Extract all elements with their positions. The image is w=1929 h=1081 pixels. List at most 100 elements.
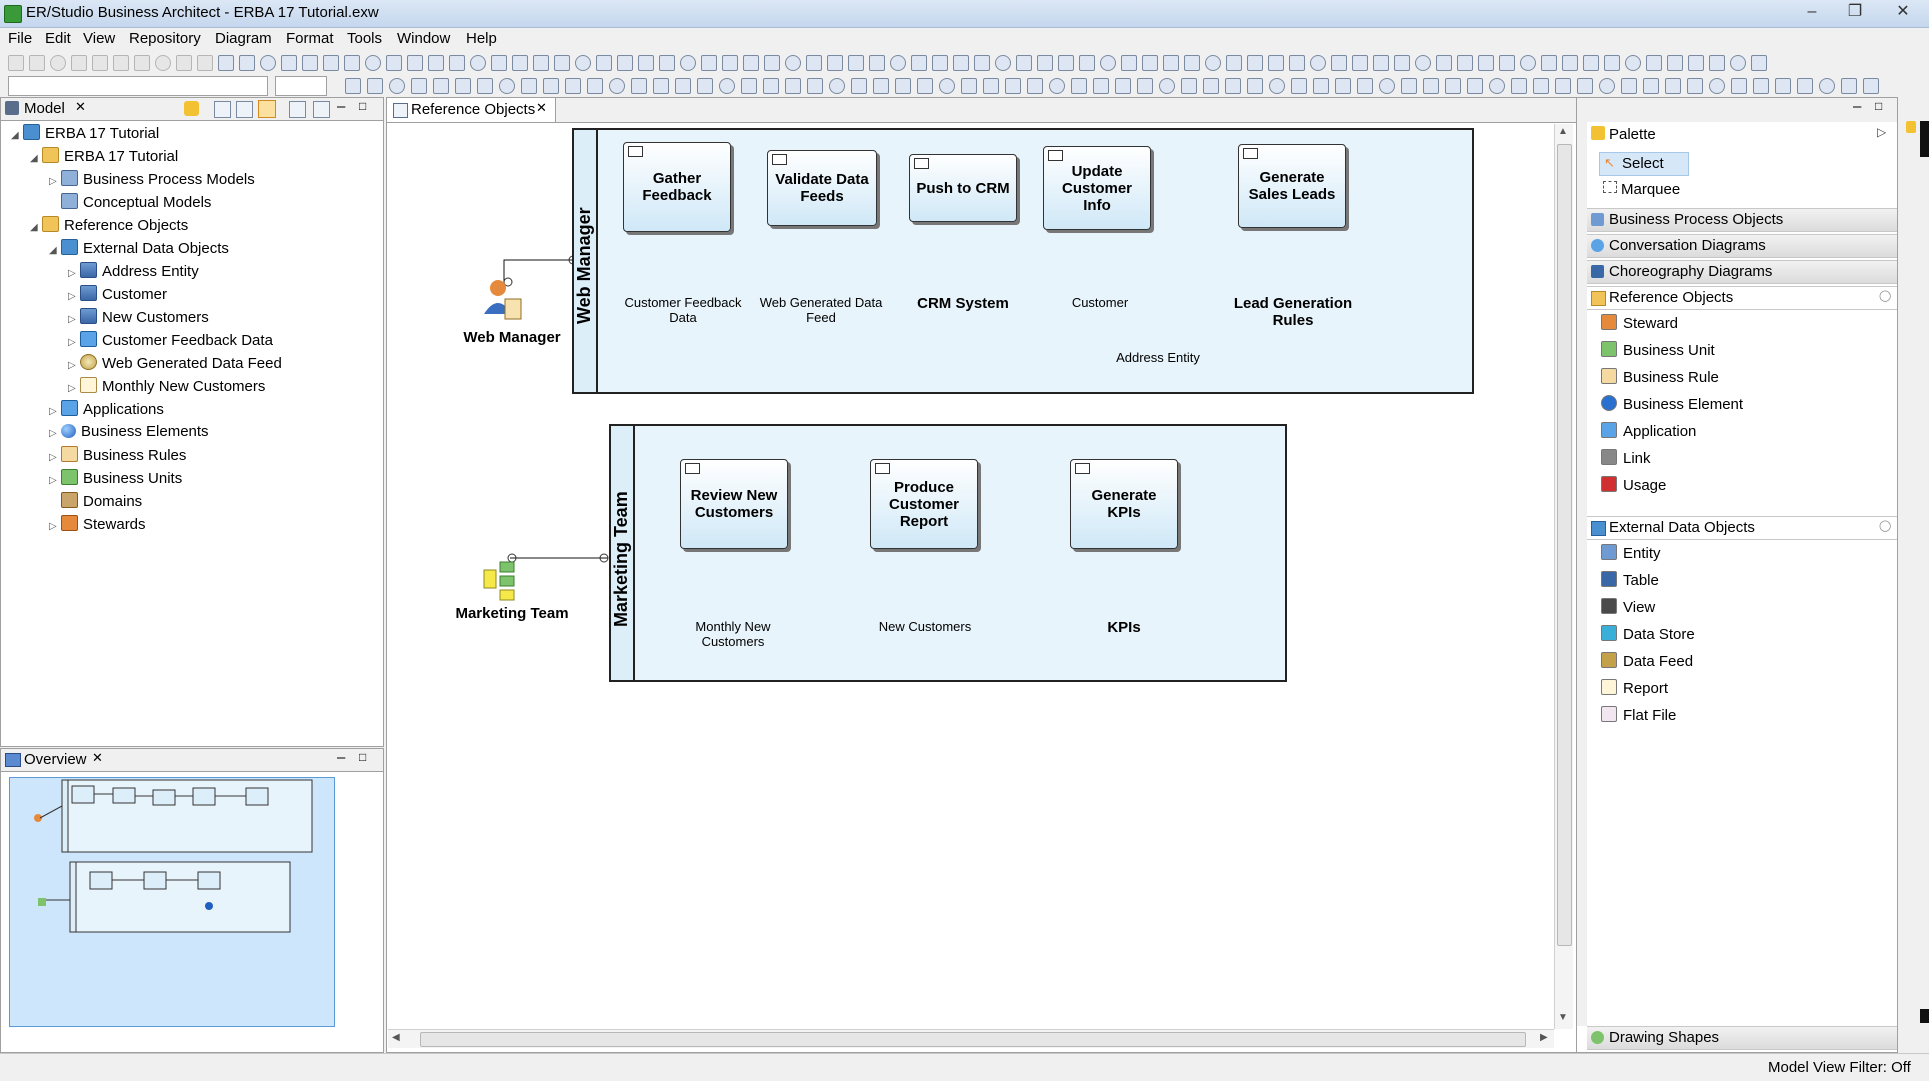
canvas-vertical-scrollbar[interactable]: ▲ ▼ <box>1554 124 1573 1029</box>
toolbar-button[interactable] <box>1863 78 1879 94</box>
toolbar-button[interactable] <box>869 55 885 71</box>
toolbar-button[interactable] <box>1373 55 1389 71</box>
toolbar-button[interactable] <box>1137 78 1153 94</box>
palette-item-entity[interactable]: Entity <box>1601 544 1661 566</box>
toolbar-button[interactable] <box>521 78 537 94</box>
toolbar-button[interactable] <box>1268 55 1284 71</box>
close-icon[interactable]: ✕ <box>75 99 86 114</box>
tree-item[interactable]: ▷Web Generated Data Feed <box>68 354 282 376</box>
tree-item[interactable]: ▷Applications <box>49 400 164 422</box>
object-label-web-generated-data-feed[interactable]: Web Generated Data Feed <box>759 295 883 325</box>
pin-icon[interactable]: ◯ <box>1879 520 1892 532</box>
task-generate-kpis[interactable]: Generate KPIs <box>1070 459 1178 549</box>
object-label-new-customers[interactable]: New Customers <box>878 619 972 634</box>
toolbar-button[interactable] <box>1688 55 1704 71</box>
toolbar-button[interactable] <box>596 55 612 71</box>
task-generate-sales-leads[interactable]: Generate Sales Leads <box>1238 144 1346 228</box>
toolbar-button[interactable] <box>1100 55 1116 71</box>
scroll-down-icon[interactable]: ▼ <box>1558 1012 1568 1023</box>
expand-toggle-icon[interactable]: ▷ <box>68 268 76 279</box>
toolbar-button[interactable] <box>1159 78 1175 94</box>
toolbar-button[interactable] <box>1016 55 1032 71</box>
toolbar-button[interactable] <box>1142 55 1158 71</box>
filter-icon[interactable] <box>289 101 306 118</box>
tree-item[interactable]: ◢Reference Objects <box>30 216 188 238</box>
toolbar-button[interactable] <box>827 55 843 71</box>
palette-item-link[interactable]: Link <box>1601 449 1651 471</box>
expand-toggle-icon[interactable]: ◢ <box>30 153 38 164</box>
palette-item-steward[interactable]: Steward <box>1601 314 1678 336</box>
overview-tab-label[interactable]: Overview <box>24 751 87 768</box>
menu-edit[interactable]: Edit <box>45 30 71 47</box>
toolbar-button[interactable] <box>587 78 603 94</box>
toolbar-button[interactable] <box>1203 78 1219 94</box>
expand-all-icon[interactable] <box>236 101 253 118</box>
toolbar-button[interactable] <box>1247 55 1263 71</box>
toolbar-button[interactable] <box>743 55 759 71</box>
expand-toggle-icon[interactable]: ◢ <box>49 245 57 256</box>
horizontal-scroll-thumb[interactable] <box>420 1032 1526 1047</box>
toolbar-button[interactable] <box>1415 55 1431 71</box>
toolbar-button[interactable] <box>1247 78 1263 94</box>
toolbar-button[interactable] <box>1687 78 1703 94</box>
minimize-panel-icon[interactable]: – <box>1853 98 1862 115</box>
maximize-panel-icon[interactable]: □ <box>1875 99 1883 113</box>
toolbar-button[interactable] <box>543 78 559 94</box>
minimize-button[interactable]: – <box>1807 3 1817 20</box>
toolbar-button[interactable] <box>680 55 696 71</box>
collapse-all-icon[interactable] <box>214 101 231 118</box>
toolbar-button[interactable] <box>8 55 24 71</box>
toolbar-button[interactable] <box>365 55 381 71</box>
toolbar-button[interactable] <box>1071 78 1087 94</box>
expand-toggle-icon[interactable]: ◢ <box>11 130 19 141</box>
tree-item[interactable]: ▷Business Elements <box>49 423 209 445</box>
overview-viewport[interactable] <box>9 777 335 1027</box>
toolbar-button[interactable] <box>1352 55 1368 71</box>
toolbar-button[interactable] <box>1331 55 1347 71</box>
toolbar-button[interactable] <box>565 78 581 94</box>
tree-item[interactable]: ▷Address Entity <box>68 262 199 284</box>
toolbar-button[interactable] <box>1775 78 1791 94</box>
close-button[interactable]: ✕ <box>1896 3 1910 20</box>
vertical-scroll-thumb[interactable] <box>1557 144 1572 946</box>
toolbar-button[interactable] <box>470 55 486 71</box>
toolbar-button[interactable] <box>675 78 691 94</box>
toolbar-button[interactable] <box>1121 55 1137 71</box>
toolbar-button[interactable] <box>653 78 669 94</box>
toolbar-button[interactable] <box>1394 55 1410 71</box>
toolbar-button[interactable] <box>1467 78 1483 94</box>
toolbar-button[interactable] <box>1401 78 1417 94</box>
toolbar-button[interactable] <box>617 55 633 71</box>
palette-item-report[interactable]: Report <box>1601 679 1668 701</box>
maximize-panel-icon[interactable]: □ <box>359 750 367 764</box>
tree-item[interactable]: ▷Business Process Models <box>49 170 255 192</box>
link-editor-icon[interactable] <box>258 100 276 118</box>
toolbar-button[interactable] <box>345 78 361 94</box>
task-validate-data-feeds[interactable]: Validate Data Feeds <box>767 150 877 226</box>
menu-diagram[interactable]: Diagram <box>215 30 272 47</box>
toolbar-button[interactable] <box>1709 55 1725 71</box>
task-update-customer-info[interactable]: Update Customer Info <box>1043 146 1151 230</box>
minimize-panel-icon[interactable]: – <box>337 749 346 766</box>
toolbar-button[interactable] <box>1646 55 1662 71</box>
drawer-drawing-shapes[interactable]: Drawing Shapes <box>1587 1026 1897 1050</box>
toolbar-button[interactable] <box>92 55 108 71</box>
maximize-button[interactable]: ❐ <box>1847 3 1863 20</box>
tree-item[interactable]: ◢External Data Objects <box>49 239 229 261</box>
task-push-to-crm[interactable]: Push to CRM <box>909 154 1017 222</box>
actor-label-marketing-team[interactable]: Marketing Team <box>455 605 569 622</box>
toolbar-button[interactable] <box>1423 78 1439 94</box>
toolbar-button[interactable] <box>455 78 471 94</box>
toolbar-button[interactable] <box>1751 55 1767 71</box>
toolbar-button[interactable] <box>1499 55 1515 71</box>
palette-item-business-rule[interactable]: Business Rule <box>1601 368 1719 390</box>
toolbar-button[interactable] <box>1049 78 1065 94</box>
toolbar-button[interactable] <box>1731 78 1747 94</box>
toolbar-button[interactable] <box>1841 78 1857 94</box>
toolbar-button[interactable] <box>1357 78 1373 94</box>
toolbar-button[interactable] <box>218 55 234 71</box>
toolbar-button[interactable] <box>1599 78 1615 94</box>
toolbar-button[interactable] <box>1184 55 1200 71</box>
pool-header-marketing-team[interactable] <box>611 426 635 680</box>
close-icon[interactable]: ✕ <box>92 750 103 765</box>
